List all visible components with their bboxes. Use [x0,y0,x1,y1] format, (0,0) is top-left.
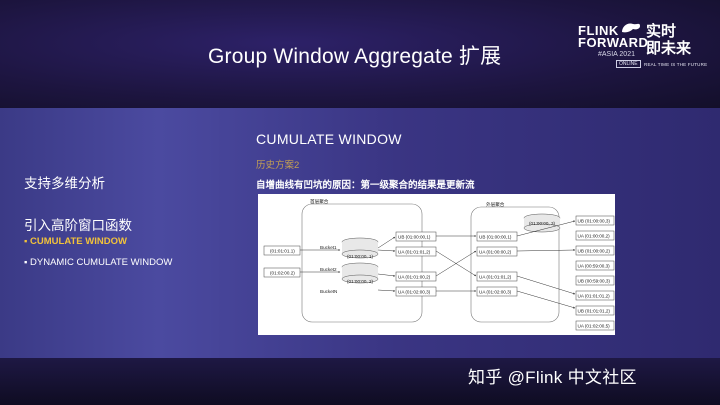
shuffle-line [435,250,477,277]
result-record-text: UA (01:00:00,2) [578,234,611,239]
result-record-text: UB (01:01:01,2) [578,309,611,314]
bucket-to-mid-arrow [377,249,396,252]
inner-aggregate-group [301,203,423,323]
bullet-label: CUMULATE WINDOW [30,236,127,247]
result-record-text: UA (00:59:00,3) [578,264,611,269]
squirrel-icon [622,23,640,33]
section-title: CUMULATE WINDOW [256,131,402,147]
bucket-state-bottom [341,274,379,284]
outer-aggregate-group [470,206,560,323]
bucket-state-text: (01:00:00, 1) [347,254,374,259]
bullet-dynamic-cumulate-window: ▪ DYNAMIC CUMULATE WINDOW [24,257,173,268]
bucket-state-bottom [341,249,379,259]
logo-line-asia: #ASIA 2021 [598,51,635,58]
bucket-state-text: (01:00:00, 2) [347,279,374,284]
bucket-to-mid-arrow [377,273,396,277]
bullet-cumulate-window: ▪ CUMULATE WINDOW [24,236,127,247]
heading-multidim: 支持多维分析 [24,176,105,191]
bucket-label: BucketN [320,289,337,294]
outer-record-text: UA (01:00:00,2) [479,250,512,255]
outer-state-bottom [523,223,561,233]
diagram-svg: 首层聚合 外层聚合 (01:01:01.1) (01:02:00.2) Buck… [263,198,615,331]
outer-record [476,271,518,282]
bullet-label: DYNAMIC CUMULATE WINDOW [30,257,173,268]
bucket-label: Bucket1 [320,245,337,250]
outer-record-text: UA (01:02:00,3) [479,290,512,295]
result-record [575,275,615,286]
bucket-label: Bucket2 [320,267,337,272]
result-record [575,305,615,316]
outer-state-text: (01:00:00, 3) [529,221,556,226]
slide-title: Group Window Aggregate 扩展 [208,45,502,68]
result-record [575,260,615,271]
logo-tagline: REAL TIME IS THE FUTURE [644,62,708,67]
outer-state-body [524,218,560,228]
flink-forward-logo: FLINK FORWARD #ASIA 2021 ONLINE 实时 即未来 R… [578,23,707,74]
logo-cn-line1: 实时 [646,23,677,40]
outer-record [476,231,518,242]
logo-line-forward: FORWARD [578,35,649,50]
outer-to-result-arrow [516,249,576,252]
result-record-text: UA (01:02:00,5) [578,324,611,329]
mid-record [395,271,437,282]
result-record-text: UB (01:00:00,2) [578,249,611,254]
outer-record [476,246,518,257]
mid-record-text: UA (01:01:01,2) [398,250,431,255]
logo-online-badge: ONLINE [616,60,641,68]
mid-record [395,231,437,242]
aggregation-diagram: 首层聚合 外层聚合 (01:01:01.1) (01:02:00.2) Buck… [258,194,615,335]
outer-to-result-arrow [516,220,576,237]
result-record-text: UA (01:01:01,2) [578,294,611,299]
source-record [263,267,301,278]
result-record-text: UB (01:00:00,3) [578,219,611,224]
footer-background [0,358,720,405]
outer-to-result-arrow [516,275,576,295]
result-record [575,290,615,301]
bucket-to-mid-arrow [377,236,396,249]
section-caption: 自增曲线有凹坑的原因：第一级聚合的结果是更新流 [256,180,475,191]
source-record-text: (01:01:01.1) [270,249,295,254]
mid-record-text: UA (01:01:00,2) [398,275,431,280]
heading-window-functions: 引入高阶窗口函数 [24,218,132,233]
outer-record [476,286,518,297]
outer-to-result-arrow [516,290,576,309]
mid-record [395,246,437,257]
inner-aggregate-label: 首层聚合 [310,198,329,205]
result-record [575,230,615,241]
logo-cn-line2: 即未来 [646,40,692,57]
result-record [575,320,615,331]
result-record [575,245,615,256]
outer-record-text: UA (01:01:01,2) [479,275,512,280]
source-record-text: (01:02:00.2) [270,271,295,276]
outer-aggregate-label: 外层聚合 [486,201,505,208]
outer-record-text: UB (01:00:00,1) [479,235,512,240]
section-subtitle: 历史方案2 [256,160,300,171]
header-background [0,0,720,108]
mid-record [395,286,437,297]
logo-line-flink: FLINK [578,23,619,38]
result-record [575,215,615,226]
result-record-text: UB (00:59:00,3) [578,279,611,284]
bucket-to-mid-arrow [377,289,396,292]
source-record [263,245,301,256]
mid-record-text: UA (01:02:00,3) [398,290,431,295]
mid-record-text: UB (01:00:00,1) [398,235,431,240]
watermark: 知乎 @Flink 中文社区 [468,368,637,387]
